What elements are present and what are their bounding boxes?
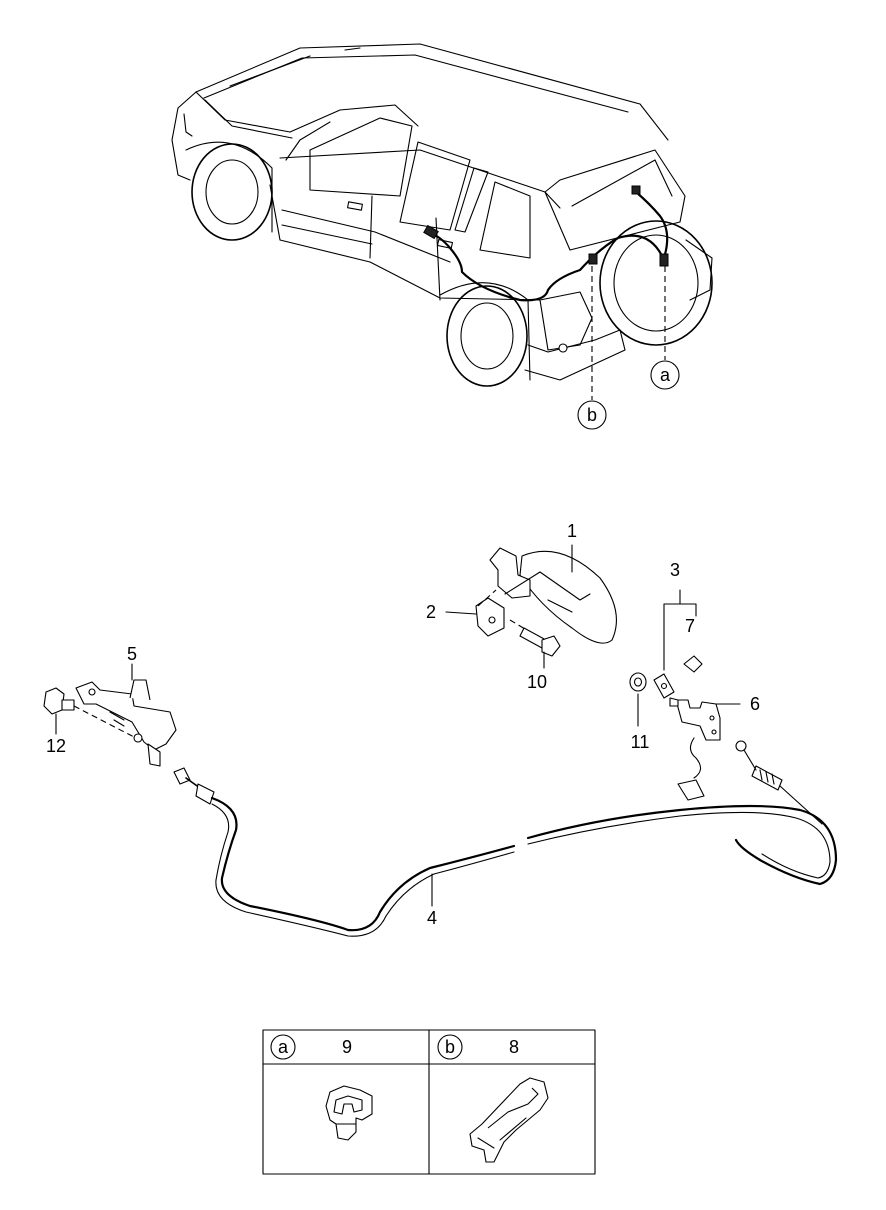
callout-1: 1 [567, 521, 577, 573]
callout-b-label: b [587, 405, 597, 425]
callout-10-label: 10 [527, 672, 547, 692]
callout-b: b [577, 266, 607, 430]
opener-lever: 5 [75, 644, 177, 767]
vehicle-illustration [171, 43, 713, 387]
callout-1-label: 1 [567, 521, 577, 541]
callout-11-label: 11 [631, 732, 650, 752]
actuator-assembly: 3 7 11 6 [629, 560, 760, 801]
release-cable: 4 [173, 740, 838, 937]
bolt: 12 [43, 687, 137, 756]
clip-8-illustration [469, 1077, 549, 1163]
callout-4-label: 4 [427, 908, 437, 928]
callout-6-label: 6 [750, 694, 760, 714]
callout-2-label: 2 [426, 602, 436, 622]
detail-cell-b: b 8 [437, 1034, 549, 1163]
hinge-bracket: 2 [426, 589, 505, 637]
detail-ref-b: b [445, 1037, 455, 1057]
detail-part-8: 8 [509, 1037, 519, 1057]
callout-3-label: 3 [670, 560, 680, 580]
callout-7-label: 7 [685, 616, 695, 636]
detail-cell-a: a 9 [270, 1034, 373, 1141]
callout-a-label: a [660, 365, 671, 385]
callout-a: a [650, 266, 680, 390]
callout-12-label: 12 [46, 736, 66, 756]
detail-part-9: 9 [342, 1037, 352, 1057]
detail-table: a 9 b 8 [262, 1029, 596, 1175]
detail-ref-a: a [278, 1037, 289, 1057]
callout-5-label: 5 [127, 644, 137, 664]
screw: 10 [509, 619, 561, 692]
clip-9-illustration [325, 1085, 373, 1141]
fuel-filler-door [489, 547, 617, 644]
